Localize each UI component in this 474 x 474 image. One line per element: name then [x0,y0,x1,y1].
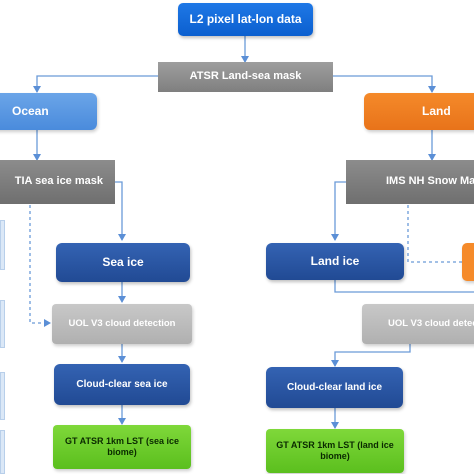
ims-map-node: IMS NH Snow Map [346,160,474,204]
lst-land-ice-label-line2: biome) [320,451,350,461]
lst-sea-ice-node: GT ATSR 1km LST (sea ice biome) [53,425,191,469]
left-edge-box-2 [0,300,5,348]
left-edge-box-1 [0,220,5,270]
uol-cloud-right-node: UOL V3 cloud detection [362,304,474,344]
clear-sea-ice-label: Cloud-clear sea ice [76,378,168,390]
connector-osi-to-uol-left [29,205,51,327]
connector-mask-to-ocean [33,75,158,93]
connector-mask-to-land [332,75,436,93]
ocean-label: Ocean [12,104,49,119]
land-ice-node: Land ice [266,243,404,280]
uol-cloud-left-label: UOL V3 cloud detection [68,318,176,330]
sea-ice-node: Sea ice [56,243,190,282]
lst-land-ice-node: GT ATSR 1km LST (land ice biome) [266,429,404,473]
ims-map-label: IMS NH Snow Map [386,175,474,188]
lst-sea-ice-label-line1: GT ATSR 1km LST (sea ice [64,436,180,447]
land-node: Land [364,93,474,130]
clear-land-ice-label: Cloud-clear land ice [286,381,383,393]
lst-sea-ice-label-line2: biome) [107,447,137,457]
uol-cloud-left-node: UOL V3 cloud detection [52,304,192,344]
l2-pixel-label: L2 pixel lat-lon data [189,12,302,27]
clear-sea-ice-node: Cloud-clear sea ice [54,364,190,405]
osi-mask-label: TIA sea ice mask [14,175,103,188]
sea-ice-label: Sea ice [102,255,144,270]
connector-osi-to-seaice [115,181,126,241]
ocean-node: Ocean [0,93,97,130]
connector-uol-to-clearland [331,344,411,367]
clear-land-ice-node: Cloud-clear land ice [266,367,403,408]
atsr-mask-label: ATSR Land-sea mask [189,70,302,83]
connector-ims-to-right [407,205,465,263]
lst-land-ice-label-line1: GT ATSR 1km LST (land ice [276,440,394,451]
connector-landice-to-uol-right [334,280,474,293]
left-edge-box-4 [0,430,5,474]
l2-pixel-node: L2 pixel lat-lon data [178,3,313,36]
land-label: Land [422,104,451,119]
left-edge-box-3 [0,372,5,420]
atsr-mask-node: ATSR Land-sea mask [158,62,333,92]
osi-mask-node: TIA sea ice mask [0,160,115,204]
uol-cloud-right-label: UOL V3 cloud detection [388,318,474,330]
right-edge-orange-box [462,243,474,281]
land-ice-label: Land ice [310,254,360,269]
connector-ims-to-landice [331,181,346,241]
